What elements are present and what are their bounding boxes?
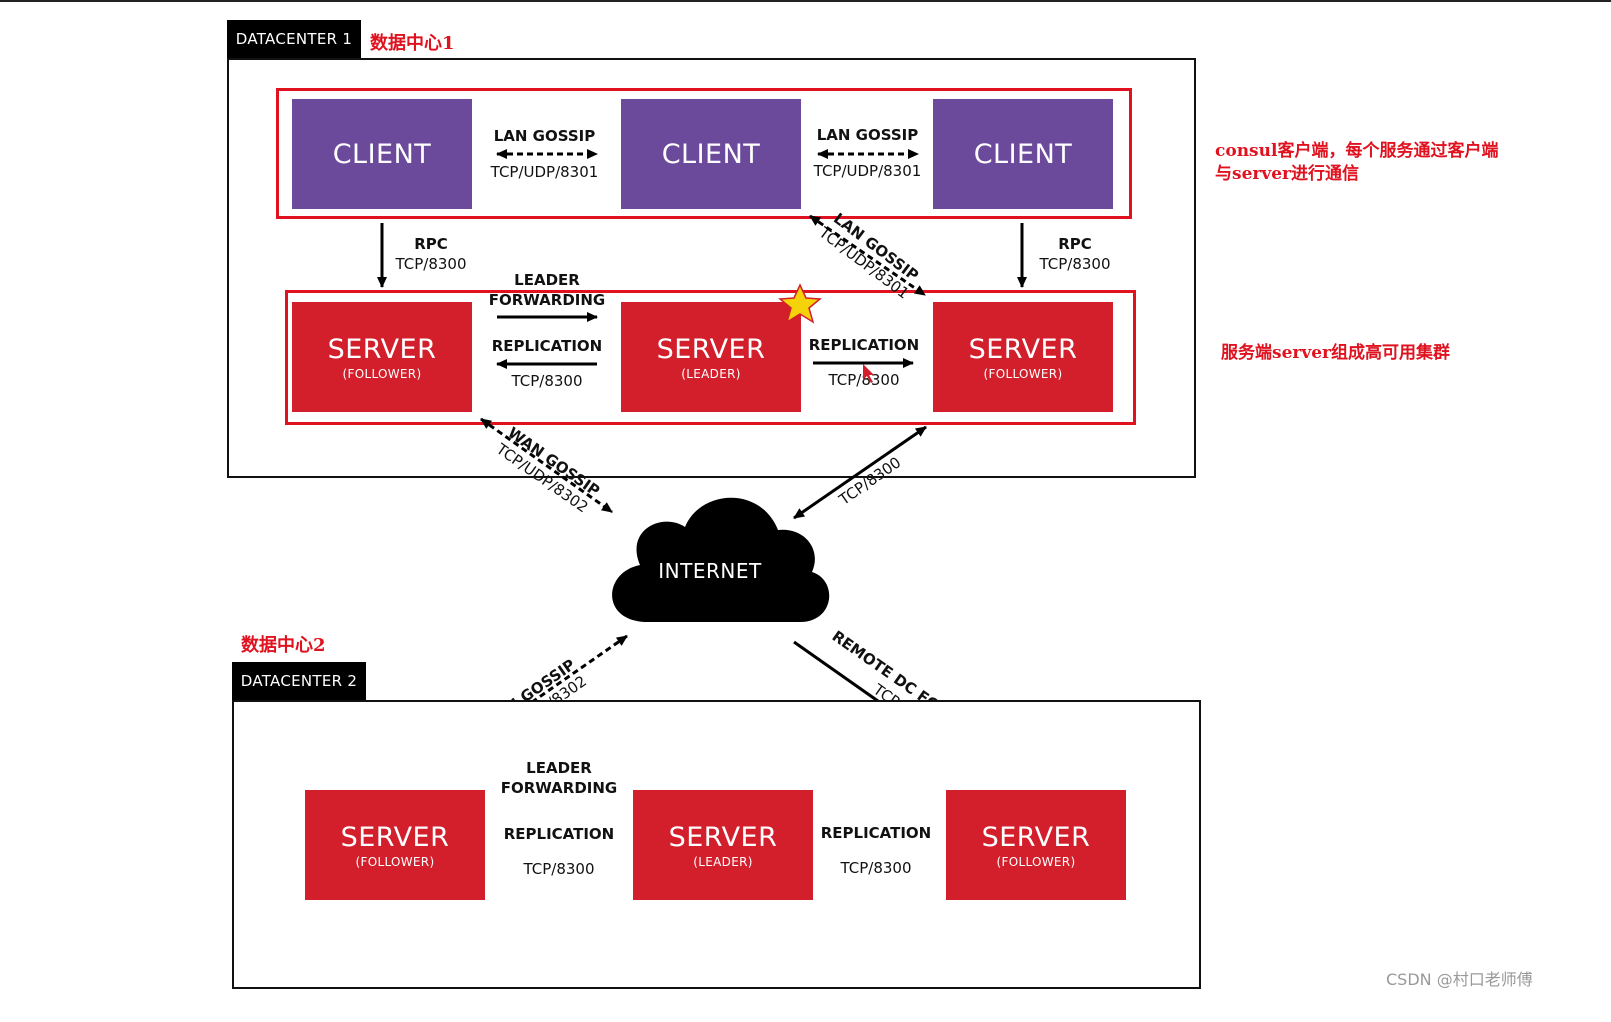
- datacenter-1-cn-label: 数据中心1: [370, 33, 455, 54]
- server-label: SERVER: [340, 821, 450, 853]
- client-node-3: CLIENT: [933, 99, 1113, 209]
- server-label: SERVER: [981, 821, 1091, 853]
- server-role: (FOLLOWER): [983, 366, 1063, 381]
- server-role: (FOLLOWER): [342, 366, 422, 381]
- dc2-server-follower-left: SERVER (FOLLOWER): [305, 790, 485, 900]
- server-role: (FOLLOWER): [355, 854, 435, 869]
- dc1-server-follower-left: SERVER (FOLLOWER): [292, 302, 472, 412]
- server-role: (FOLLOWER): [996, 854, 1076, 869]
- dc2-server-follower-right: SERVER (FOLLOWER): [946, 790, 1126, 900]
- wan-gossip-arrow-dc1: [480, 417, 613, 514]
- rpc-label-right: RPC TCP/8300: [1039, 235, 1111, 273]
- rpc-label-left: RPC TCP/8300: [395, 235, 467, 273]
- replication-label-dc2-right: REPLICATION TCP/8300: [820, 824, 932, 877]
- client-label: CLIENT: [661, 138, 761, 170]
- server-label: SERVER: [327, 333, 437, 365]
- replication-label-dc1-left: REPLICATION TCP/8300: [491, 337, 603, 390]
- internet-cloud-icon: [612, 497, 830, 622]
- client-group-highlight: [276, 88, 1132, 219]
- mouse-cursor-icon: [863, 364, 874, 383]
- client-node-2: CLIENT: [621, 99, 801, 209]
- dc1-server-leader: SERVER (LEADER): [621, 302, 801, 412]
- dc2-server-leader: SERVER (LEADER): [633, 790, 813, 900]
- client-node-1: CLIENT: [292, 99, 472, 209]
- server-group-highlight: [285, 290, 1136, 425]
- server-note: 服务端server组成高可用集群: [1221, 343, 1450, 363]
- server-label: SERVER: [668, 821, 778, 853]
- datacenter-2-tab: DATACENTER 2: [232, 662, 366, 700]
- internet-label: INTERNET: [658, 559, 762, 583]
- leader-forwarding-label-dc1: LEADER FORWARDING: [488, 271, 606, 309]
- datacenter-2-cn-label: 数据中心2: [241, 635, 326, 656]
- replication-label-dc1-right: REPLICATION TCP/8300: [808, 336, 920, 389]
- server-label: SERVER: [968, 333, 1078, 365]
- client-note: consul客户端，每个服务通过客户端 与server进行通信: [1215, 141, 1499, 184]
- datacenter-1-tab: DATACENTER 1: [227, 20, 361, 58]
- server-role: (LEADER): [693, 854, 753, 869]
- lan-gossip-label-2: LAN GOSSIP TCP/UDP/8301: [813, 126, 922, 180]
- client-label: CLIENT: [332, 138, 432, 170]
- client-label: CLIENT: [973, 138, 1073, 170]
- lan-gossip-label-1: LAN GOSSIP TCP/UDP/8301: [490, 127, 599, 181]
- watermark: CSDN @村口老师傅: [1386, 970, 1533, 989]
- server-label: SERVER: [656, 333, 766, 365]
- dc1-server-follower-right: SERVER (FOLLOWER): [933, 302, 1113, 412]
- server-role: (LEADER): [681, 366, 741, 381]
- top-border: [0, 0, 1611, 2]
- lan-gossip-diagonal-arrow: [809, 214, 926, 297]
- tcp-arrow-internet-dc1: [793, 425, 927, 520]
- replication-label-dc2-left: REPLICATION TCP/8300: [503, 825, 615, 878]
- leader-star-icon: [778, 283, 822, 324]
- leader-forwarding-label-dc2: LEADER FORWARDING: [500, 759, 618, 797]
